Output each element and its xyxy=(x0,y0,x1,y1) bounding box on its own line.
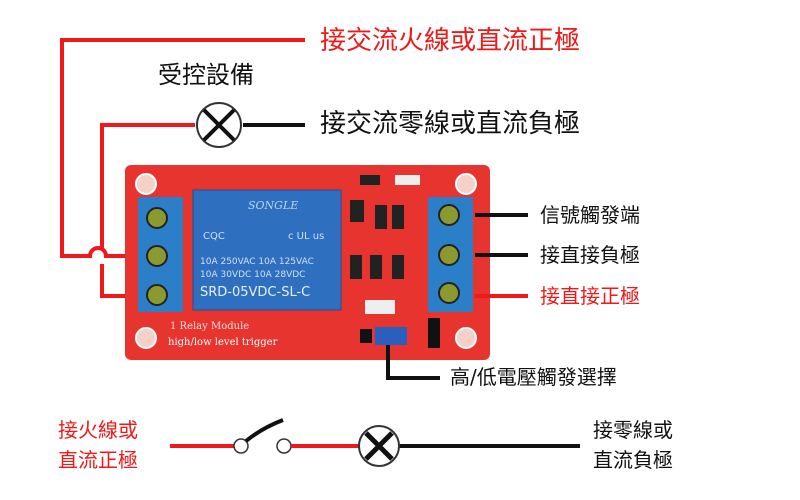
label-jumper: 高/低電壓觸發選擇 xyxy=(450,365,617,389)
label-bottom-right-2: 直流負極 xyxy=(593,448,673,472)
label-live-top: 接交流火線或直流正極 xyxy=(320,26,581,56)
relay-cert: CQC xyxy=(203,231,225,242)
label-neutral-top: 接交流零線或直流負極 xyxy=(320,109,581,139)
label-signal: 信號觸發端 xyxy=(540,203,640,227)
label-bottom-left-1: 接火線或 xyxy=(58,418,138,442)
load-wire xyxy=(100,123,195,298)
jumper xyxy=(375,327,407,345)
relay-brand: SONGLE xyxy=(248,199,299,212)
lamp-icon xyxy=(196,102,242,148)
label-positive: 接直接正極 xyxy=(540,284,640,308)
label-bottom-left-2: 直流正極 xyxy=(58,448,138,472)
module-subtitle: high/low level trigger xyxy=(168,337,278,348)
label-bottom-right-1: 接零線或 xyxy=(593,418,673,442)
live-wire-top xyxy=(60,38,305,258)
relay-model: SRD-05VDC-SL-C xyxy=(200,285,311,300)
relay-ul: c UL us xyxy=(288,231,325,242)
relay-rating-1: 10A 250VAC 10A 125VAC xyxy=(200,257,314,267)
label-controlled-device: 受控設備 xyxy=(158,61,254,89)
switch-contact xyxy=(233,438,249,454)
lamp-icon-bottom xyxy=(358,425,400,467)
relay-module xyxy=(125,165,490,360)
switch-icon xyxy=(244,418,284,443)
module-title: 1 Relay Module xyxy=(170,321,250,332)
label-negative: 接直接負極 xyxy=(540,243,640,267)
relay-rating-2: 10A 30VDC 10A 28VDC xyxy=(200,270,306,280)
